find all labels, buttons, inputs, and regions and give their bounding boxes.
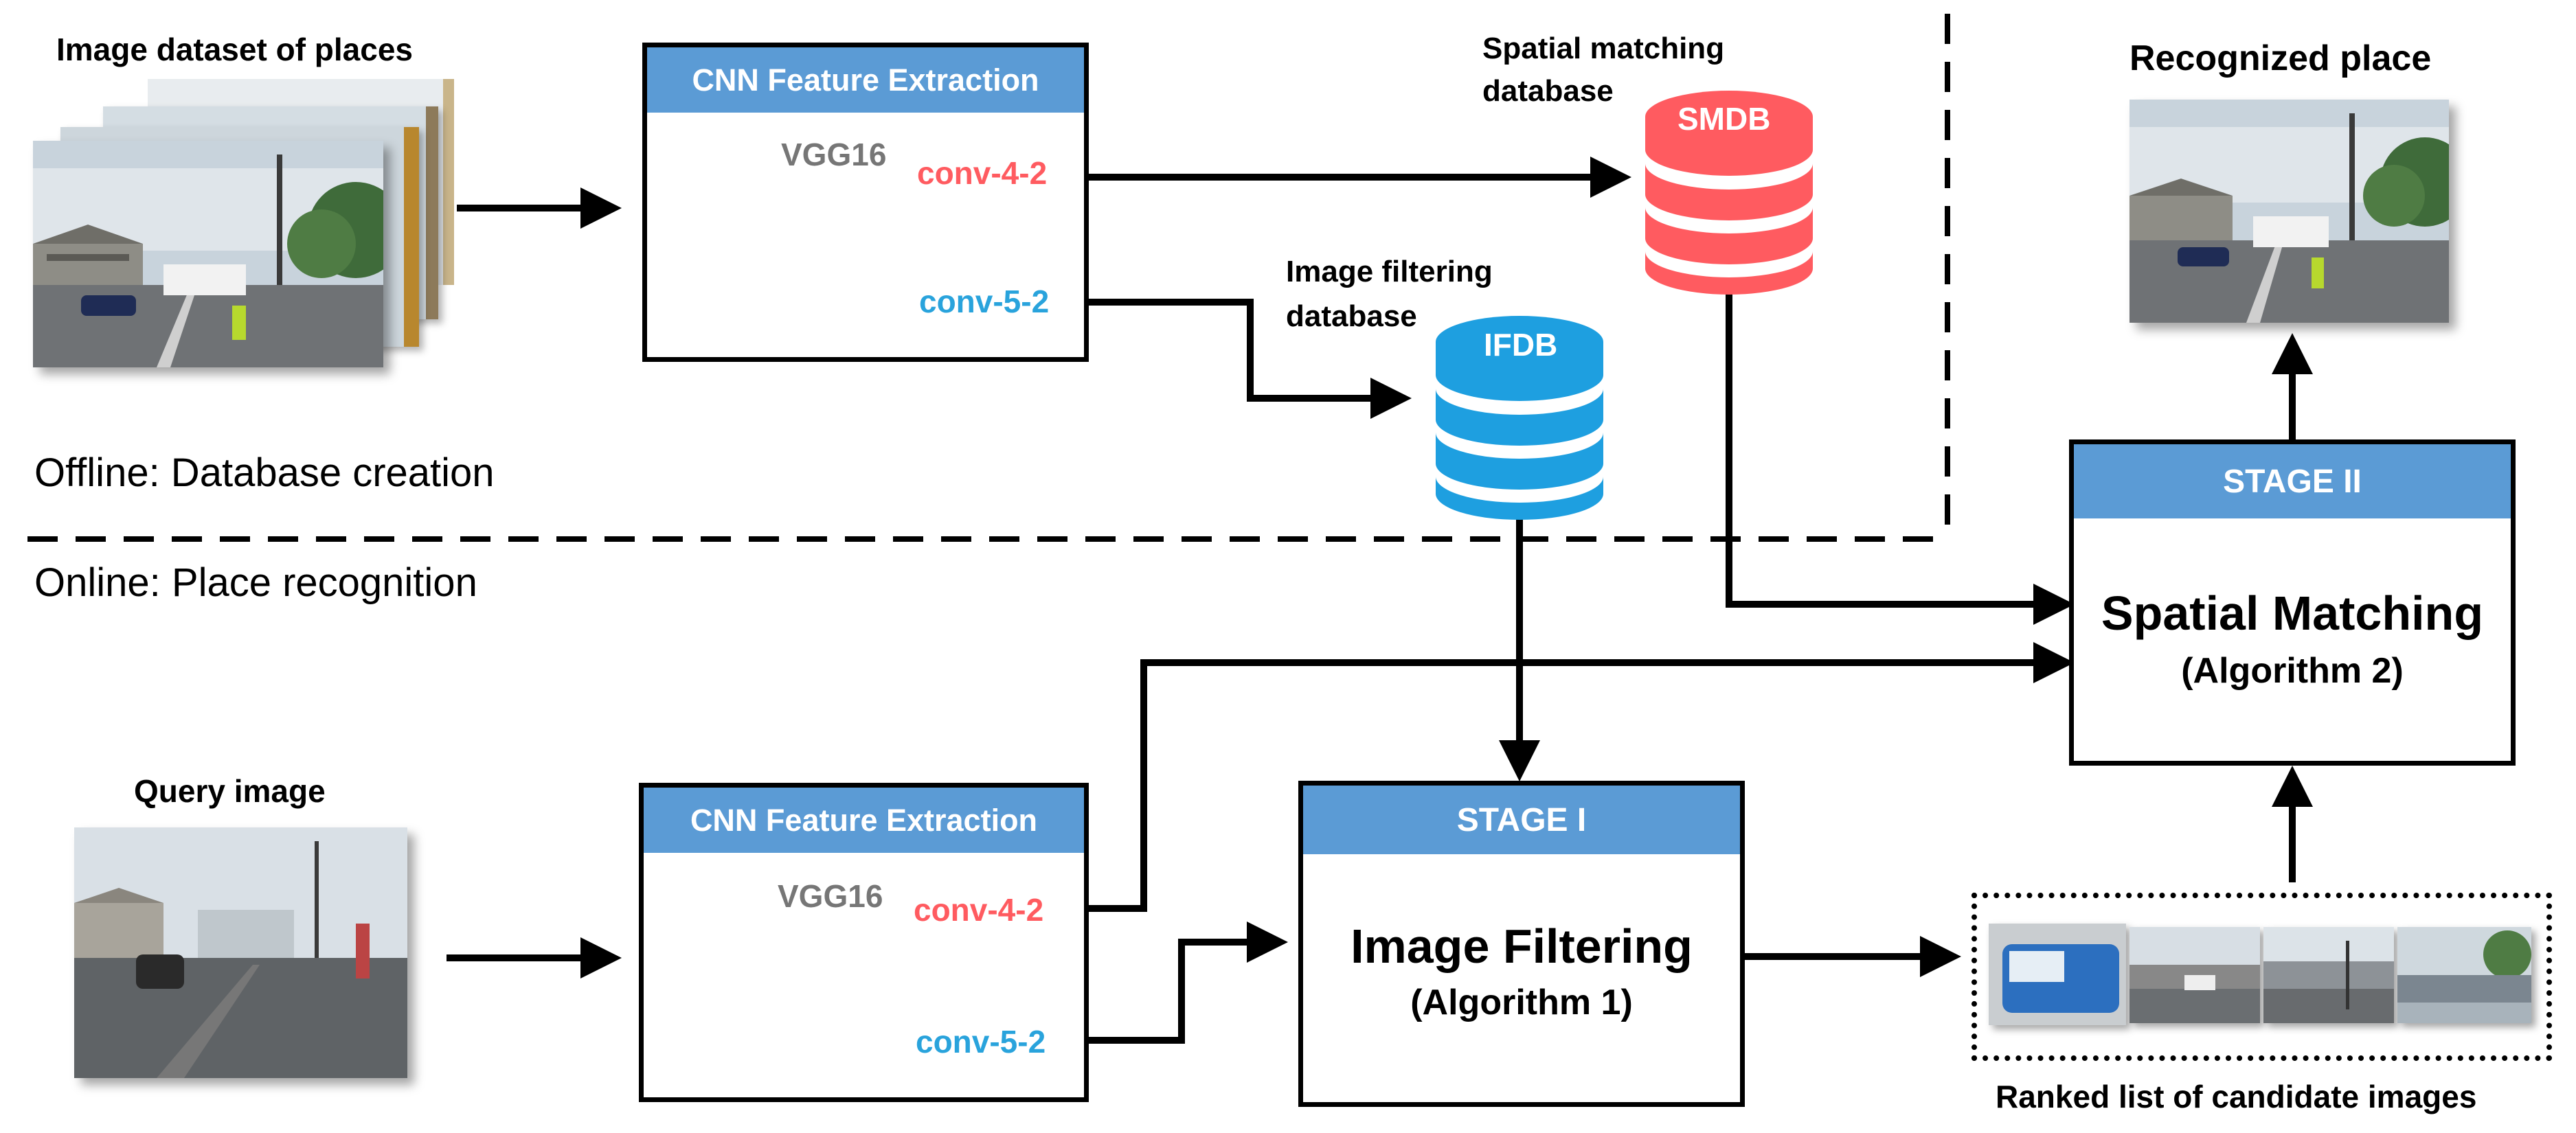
stage1-title: Image Filtering (1351, 919, 1693, 973)
candidate-image-1 (1989, 924, 2126, 1025)
candidate-list-frame (1971, 893, 2552, 1061)
ifdb-name: IFDB (1484, 327, 1558, 363)
candidates-title: Ranked list of candidate images (1996, 1079, 2477, 1114)
smdb-database-icon (1645, 91, 1813, 295)
candidate-image-2 (2129, 927, 2260, 1023)
smdb-to-stage2-arrow (1726, 288, 2075, 625)
offline-conv5-label: conv-5-2 (919, 284, 1050, 319)
online-cnn-header: CNN Feature Extraction (644, 788, 1084, 853)
recognized-place-image (2129, 100, 2449, 323)
stage1-header: STAGE I (1303, 786, 1740, 854)
stage1-subtitle: (Algorithm 1) (1410, 983, 1633, 1022)
online-conv4-label: conv-4-2 (914, 892, 1044, 928)
online-section-label: Online: Place recognition (34, 560, 477, 605)
candidate-image-3 (2263, 927, 2394, 1023)
query-image-title: Query image (134, 773, 326, 809)
candidate-image-4 (2397, 927, 2531, 1023)
online-conv5-label: conv-5-2 (916, 1024, 1046, 1060)
ifdb-caption: Image filtering database (1286, 255, 1493, 333)
offline-vgg16-label: VGG16 (781, 137, 887, 172)
recognized-place-title: Recognized place (2129, 38, 2432, 78)
stage2-title: Spatial Matching (2101, 586, 2484, 640)
query-cnn-conv5-to-stage1-arrow (1082, 922, 1288, 1044)
online-vgg16-label: VGG16 (778, 878, 883, 914)
stage2-subtitle: (Algorithm 2) (2181, 651, 2404, 691)
query-cnn-conv4-to-stage2-arrow (1082, 642, 2075, 912)
query-image (74, 827, 407, 1078)
conv5-to-ifdb-arrow (1082, 299, 1412, 419)
offline-section-label: Offline: Database creation (34, 450, 495, 495)
ifdb-database-icon (1436, 316, 1603, 520)
offline-conv4-label: conv-4-2 (917, 155, 1048, 191)
stage2-header: STAGE II (2074, 444, 2511, 518)
smdb-name: SMDB (1677, 101, 1771, 137)
offline-cnn-header: CNN Feature Extraction (647, 47, 1084, 113)
dataset-title: Image dataset of places (56, 32, 413, 67)
smdb-caption: Spatial matching database (1482, 32, 1725, 108)
dataset-image-front (33, 141, 383, 367)
